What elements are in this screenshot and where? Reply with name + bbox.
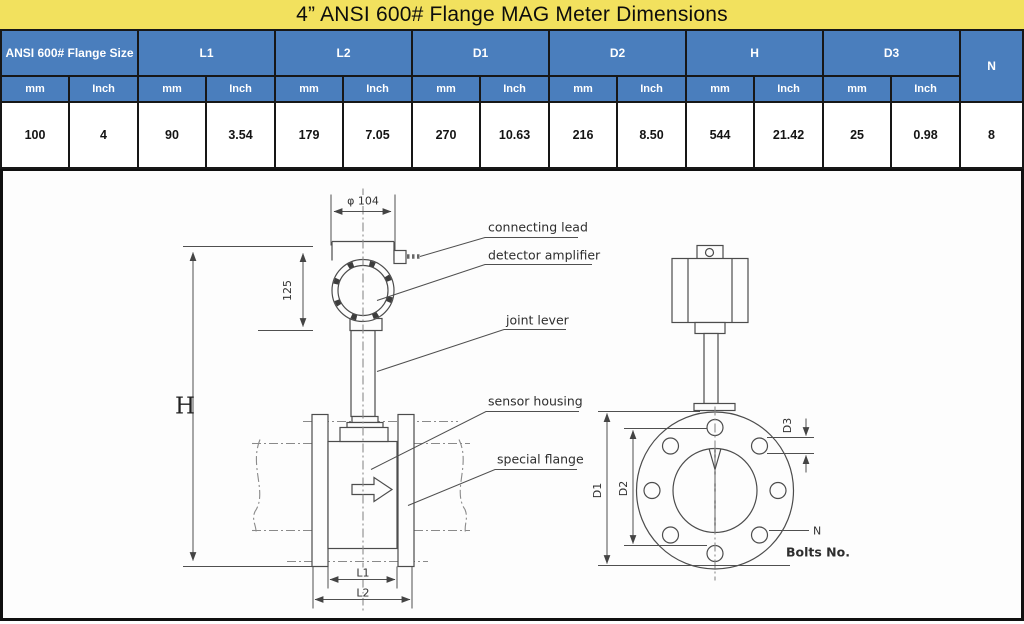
sensor-housing-label: sensor housing [488, 394, 583, 409]
value-d1-inch: 10.63 [479, 101, 551, 169]
value-d2-inch: 8.50 [616, 101, 688, 169]
dim-l2: L2 [312, 566, 413, 609]
bolts-no-label: Bolts No. [786, 545, 850, 560]
header-group-d3: D3 [822, 29, 962, 77]
connecting-lead-port [393, 249, 407, 265]
technical-drawing: φ 104 125 H L1 [0, 169, 1024, 621]
l2-dim-label: L2 [356, 587, 369, 600]
special-flange-label: special flange [497, 452, 584, 467]
unit-cell-mm: mm [548, 75, 619, 103]
value-l1-inch: 3.54 [204, 101, 277, 169]
value-l2-mm: 179 [274, 101, 345, 169]
flow-arrow-icon [351, 476, 394, 503]
dim-d1: D1 [590, 411, 790, 566]
joint-lever-label: joint lever [505, 313, 570, 328]
bezel-ticks [332, 260, 394, 321]
bolt-hole [661, 437, 680, 455]
header-group-n: N [959, 29, 1024, 103]
value-d1-mm: 270 [411, 101, 482, 169]
dim-d3: D3 [767, 416, 814, 473]
bolt-hole [750, 526, 769, 544]
value-size-inch: 4 [68, 101, 139, 169]
neck-dim-label: 125 [281, 280, 294, 301]
bolt-hole [661, 526, 680, 544]
value-d2-mm: 216 [548, 101, 619, 169]
bolt-hole [750, 437, 769, 455]
connecting-lead-label: connecting lead [488, 220, 588, 235]
dim-phi104: φ 104 [330, 193, 396, 251]
value-n: 8 [959, 101, 1024, 169]
detector-amplifier-housing [331, 240, 421, 332]
dim-h: H [175, 246, 313, 567]
unit-cell-mm: mm [411, 75, 482, 103]
page-title: 4” ANSI 600# Flange MAG Meter Dimensions [0, 0, 1024, 29]
l1-dim-label: L1 [356, 567, 369, 580]
unit-cell-mm: mm [274, 75, 345, 103]
bolts-callout: N Bolts No. [769, 523, 850, 560]
value-d3-mm: 25 [822, 101, 893, 169]
unit-cell-inch: Inch [204, 75, 277, 103]
value-size-mm: 100 [0, 101, 70, 169]
value-d3-inch: 0.98 [890, 101, 962, 169]
special-flange-right [397, 413, 415, 568]
dim-l1: L1 [327, 565, 398, 589]
meter-front-view: D1 D2 D3 [590, 244, 850, 581]
stem-step-1 [351, 415, 379, 424]
phi-dim-label: φ 104 [347, 195, 379, 208]
n-dim-label: N [813, 525, 821, 538]
front-stem [703, 332, 719, 405]
unit-cell-mm: mm [822, 75, 893, 103]
dimensions-table: ANSI 600# Flange Size L1 L2 D1 D2 H D3 N… [0, 29, 1024, 169]
callouts: connecting lead detector amplifier joint… [370, 220, 601, 506]
pipe-outline [252, 420, 470, 563]
unit-cell-inch: Inch [479, 75, 551, 103]
dim-d2: D2 [616, 428, 707, 546]
d2-dim-label: D2 [617, 481, 630, 496]
dim-125: 125 [258, 252, 313, 331]
value-l1-mm: 90 [137, 101, 207, 169]
unit-cell-inch: Inch [753, 75, 825, 103]
unit-cell-inch: Inch [342, 75, 414, 103]
header-group-l2: L2 [274, 29, 414, 77]
d1-dim-label: D1 [591, 483, 604, 498]
d3-dim-label: D3 [781, 418, 794, 433]
table-row: 100 4 90 3.54 179 7.05 270 10.63 216 8.5… [0, 101, 1024, 169]
header-group-l1: L1 [136, 29, 277, 77]
bolt-hole [643, 481, 661, 500]
unit-cell-inch: Inch [68, 75, 139, 103]
header-group-d2: D2 [548, 29, 688, 77]
header-group-flange-size: ANSI 600# Flange Size [0, 29, 139, 77]
unit-cell-inch: Inch [890, 75, 962, 103]
unit-cell-inch: Inch [616, 75, 688, 103]
special-flange-left [311, 413, 329, 568]
header-group-h: H [685, 29, 825, 77]
h-dim-label: H [175, 394, 195, 420]
amplifier-box [671, 244, 749, 335]
stem-step-2 [346, 421, 384, 429]
detector-amplifier-label: detector amplifier [488, 248, 601, 263]
sensor-housing-top [339, 426, 389, 443]
header-group-d1: D1 [411, 29, 551, 77]
value-h-inch: 21.42 [753, 101, 825, 169]
bolt-holes [643, 418, 787, 563]
unit-cell-mm: mm [685, 75, 756, 103]
value-l2-inch: 7.05 [342, 101, 414, 169]
unit-cell-mm: mm [0, 75, 70, 103]
value-h-mm: 544 [685, 101, 756, 169]
bolt-hole [769, 481, 787, 500]
unit-cell-mm: mm [137, 75, 207, 103]
meter-side-view: φ 104 125 H L1 [175, 188, 601, 611]
